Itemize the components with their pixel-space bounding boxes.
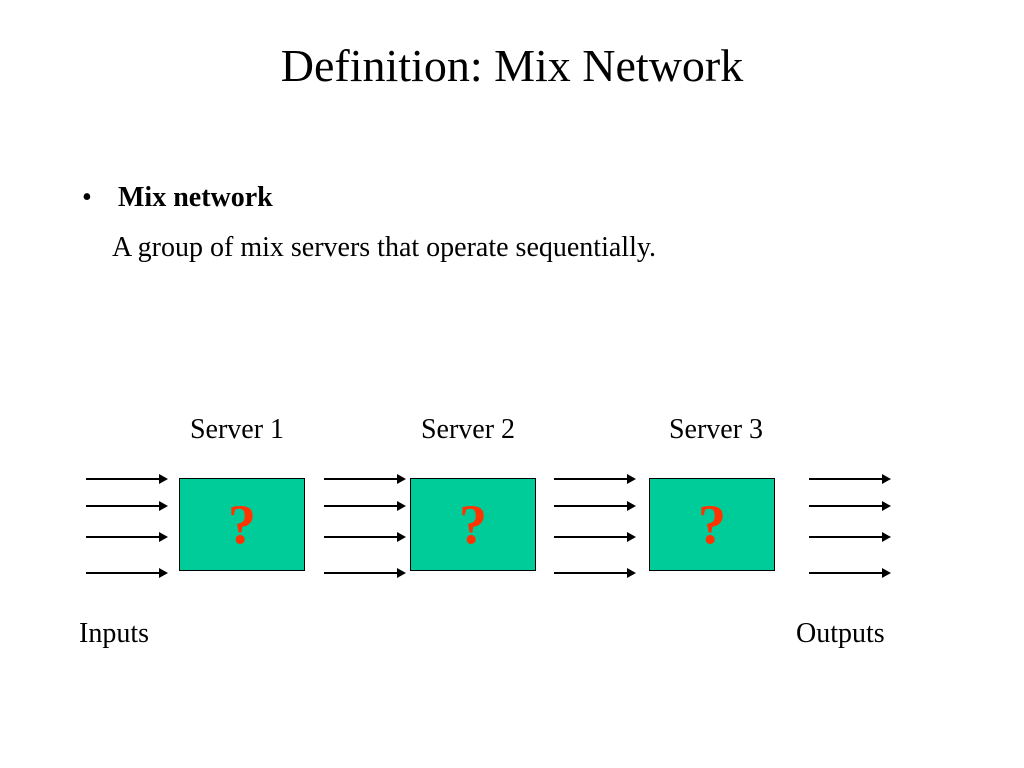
arrow: [86, 474, 168, 484]
bullet-symbol: •: [82, 182, 92, 213]
arrow: [86, 568, 168, 578]
arrow: [324, 568, 406, 578]
arrow: [324, 474, 406, 484]
arrow: [809, 532, 891, 542]
outputs-label: Outputs: [796, 618, 885, 649]
bullet-body: A group of mix servers that operate sequ…: [112, 232, 657, 263]
server-3-unknown-mark: ?: [698, 493, 726, 556]
stage-1-to-2-arrows: [324, 468, 406, 580]
arrow: [554, 568, 636, 578]
server-2-unknown-mark: ?: [459, 493, 487, 556]
server-1-box: ?: [179, 478, 305, 571]
slide-title: Definition: Mix Network: [280, 40, 744, 91]
server-3-box: ?: [649, 478, 775, 571]
arrow: [86, 501, 168, 511]
arrow: [554, 532, 636, 542]
server-2-box: ?: [410, 478, 536, 571]
inputs-label: Inputs: [79, 618, 149, 649]
bullet-item: • Mix network: [82, 180, 273, 216]
arrow: [324, 501, 406, 511]
arrow: [554, 474, 636, 484]
server-3-label: Server 3: [668, 414, 764, 445]
output-arrows: [809, 468, 891, 580]
arrow: [324, 532, 406, 542]
arrow: [809, 568, 891, 578]
input-arrows: [86, 468, 168, 580]
bullet-heading: Mix network: [118, 182, 273, 213]
stage-2-to-3-arrows: [554, 468, 636, 580]
arrow: [809, 474, 891, 484]
arrow: [554, 501, 636, 511]
arrow: [809, 501, 891, 511]
arrow: [86, 532, 168, 542]
server-1-label: Server 1: [189, 414, 285, 445]
server-2-label: Server 2: [420, 414, 516, 445]
server-1-unknown-mark: ?: [228, 493, 256, 556]
